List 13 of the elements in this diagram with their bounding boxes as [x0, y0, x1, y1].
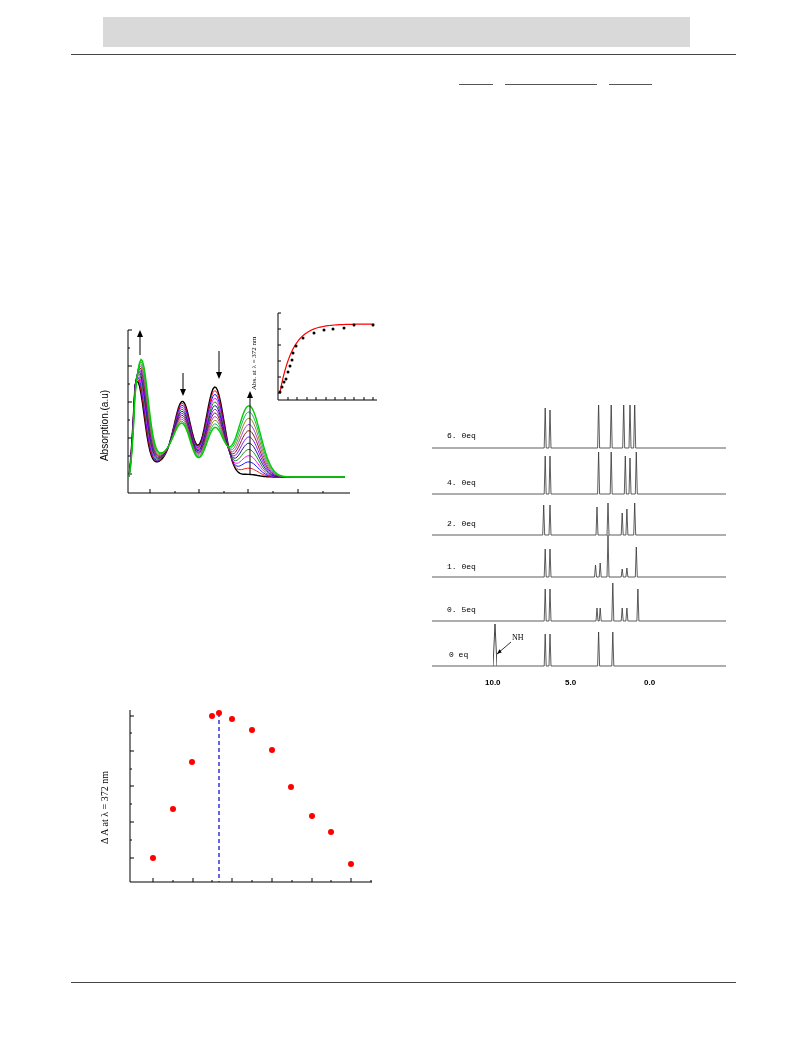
spectrum-label: 0. 5eq: [447, 604, 476, 616]
spectrum-label: 6. 0eq: [447, 430, 476, 442]
axis-title: Δ A at λ = 372 nm: [97, 771, 111, 844]
spectrum-label: 0 eq: [449, 649, 469, 661]
spectrum-label: 1. 0eq: [447, 561, 476, 573]
axis-tick-label: 10.0: [485, 677, 501, 689]
axis-tick-label: 0.0: [644, 677, 656, 689]
spectrum-label: 2. 0eq: [447, 518, 476, 530]
spectrum-label: 4. 0eq: [447, 477, 476, 489]
axis-title: Absorption.(a.u): [97, 389, 111, 462]
nmr-peak: [493, 624, 497, 666]
axis-tick-label: 5.0: [565, 677, 577, 689]
peak-label: NH: [512, 634, 524, 642]
